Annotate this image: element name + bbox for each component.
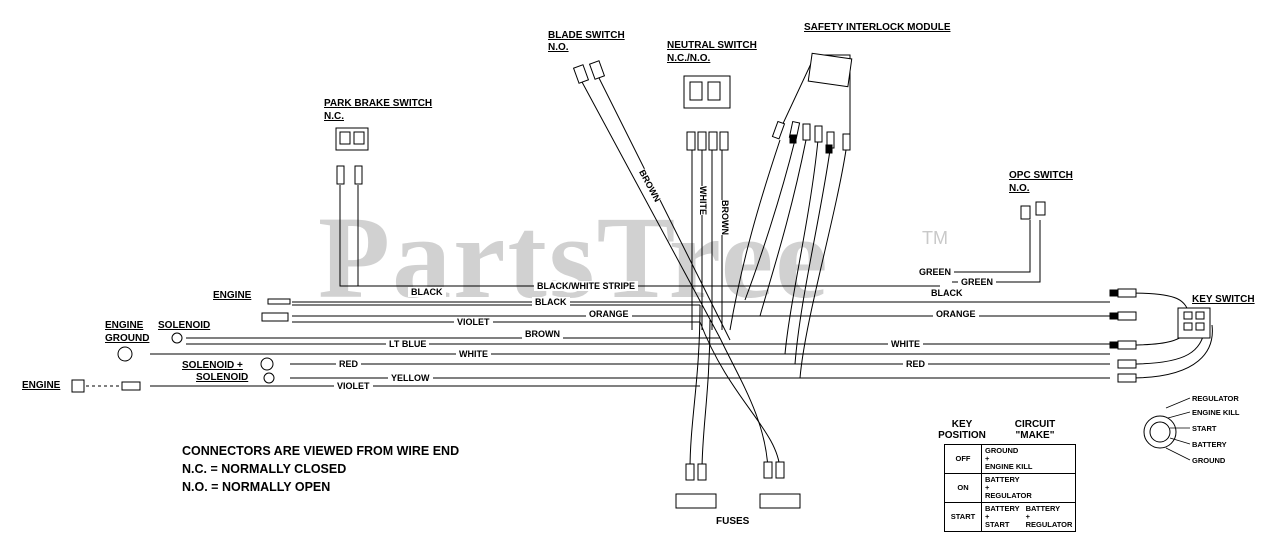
wire-module-6	[799, 149, 847, 379]
wire-fuse-left-2	[701, 319, 711, 471]
wire-bw-stripe	[339, 185, 940, 287]
table-row: OFF GROUND+ENGINE KILL	[944, 444, 1077, 474]
key-switch-label: KEY SWITCH	[1192, 294, 1255, 305]
note-connectors: CONNECTORS ARE VIEWED FROM WIRE END	[182, 444, 460, 458]
wire-fuse-left	[689, 304, 701, 471]
wire-label-brown-1: BROWN	[522, 329, 563, 339]
engine-ground-label: ENGINE	[105, 320, 144, 331]
wire-module-top	[779, 54, 851, 140]
wire-green	[940, 220, 1031, 273]
engine-top-label: ENGINE	[213, 290, 252, 301]
wire-label-lt-blue: LT BLUE	[386, 339, 430, 349]
blade-switch-connector-a	[572, 64, 590, 84]
wire-label-green-1: GREEN	[916, 267, 955, 277]
key-legend-ground: GROUND	[1192, 456, 1226, 465]
park-brake-type: N.C.	[324, 111, 344, 122]
wire-blade-2	[597, 75, 731, 341]
solenoid-label: SOLENOID	[158, 320, 211, 331]
wire-fuse-right	[719, 337, 769, 471]
table-row: ON BATTERY+REGULATOR	[944, 473, 1077, 503]
trademark-mark: TM	[922, 228, 948, 248]
circuit-header: CIRCUIT"MAKE"	[1014, 419, 1056, 441]
wire-label-orange-1: ORANGE	[586, 309, 632, 319]
opc-switch-type: N.O.	[1009, 183, 1030, 194]
key-legend-start: START	[1192, 424, 1217, 433]
fuse-right	[759, 493, 801, 509]
engine-top-connector	[267, 298, 291, 305]
engine-left-label: ENGINE	[22, 380, 61, 391]
key-legend-battery: BATTERY	[1192, 440, 1227, 449]
wire-label-violet-2: VIOLET	[334, 381, 373, 391]
solenoid-plus-label: SOLENOID +	[182, 360, 243, 371]
wire-label-violet-1: VIOLET	[454, 317, 493, 327]
key-position-table: OFF GROUND+ENGINE KILL ON BATTERY+REGULA…	[944, 444, 1077, 532]
solenoid-ring	[171, 332, 183, 344]
wire-module-5	[794, 149, 831, 365]
wire-label-yellow: YELLOW	[388, 373, 433, 383]
neutral-switch-label: NEUTRAL SWITCH	[667, 40, 757, 51]
wire-label-white-2: WHITE	[888, 339, 923, 349]
opc-connector-b	[1035, 201, 1046, 216]
row-on-position: ON	[944, 473, 982, 503]
wire-label-green-2: GREEN	[958, 277, 997, 287]
wire-label-bw-stripe: BLACK/WHITE STRIPE	[534, 281, 638, 291]
row-start-position: START	[944, 502, 982, 532]
solenoid-plus-ring	[260, 357, 274, 371]
wire-key-4	[1129, 324, 1213, 379]
wire-fuse-right-2	[699, 321, 781, 471]
safety-module-label: SAFETY INTERLOCK MODULE	[804, 22, 951, 33]
row-off-position: OFF	[944, 444, 982, 474]
engine-left-connector	[71, 379, 85, 393]
wire-module-2	[744, 139, 796, 301]
table-row: START BATTERY+START BATTERY+REGULATOR	[944, 502, 1077, 532]
key-switch-plug	[1177, 307, 1211, 339]
wire-label-white-v: WHITE	[698, 186, 708, 215]
wire-label-red-2: RED	[903, 359, 929, 369]
wire-label-brown-v2: BROWN	[720, 200, 730, 235]
wire-label-white-1: WHITE	[456, 349, 491, 359]
watermark: PartsTree	[318, 192, 830, 323]
key-legend-engine-kill: ENGINE KILL	[1192, 408, 1240, 417]
blade-switch-type: N.O.	[548, 42, 569, 53]
wire-blade-brown	[581, 81, 721, 339]
wire-module-4	[784, 139, 819, 355]
safety-module-connector	[807, 52, 853, 88]
wire-label-red-1: RED	[336, 359, 362, 369]
wire-label-orange-2: ORANGE	[933, 309, 979, 319]
fuse-left	[675, 493, 717, 509]
note-nc: N.C. = NORMALLY CLOSED	[182, 462, 347, 476]
wire-label-black-2: BLACK	[532, 297, 570, 307]
solenoid-ring-2	[263, 372, 275, 384]
engine-ground-label-2: GROUND	[105, 333, 150, 344]
solenoid-plus-label-2: SOLENOID	[196, 372, 249, 383]
opc-switch-label: OPC SWITCH	[1009, 170, 1073, 181]
blade-switch-label: BLADE SWITCH	[548, 30, 625, 41]
key-legend-regulator: REGULATOR	[1192, 394, 1239, 403]
fuses-label: FUSES	[716, 516, 750, 527]
neutral-switch-type: N.C./N.O.	[667, 53, 711, 64]
wire-module-1	[729, 139, 781, 331]
wire-module-3	[759, 139, 807, 317]
park-brake-label: PARK BRAKE SWITCH	[324, 98, 433, 109]
note-no: N.O. = NORMALLY OPEN	[182, 480, 331, 494]
opc-connector-a	[1020, 205, 1031, 220]
wire-label-black-3: BLACK	[928, 288, 966, 298]
engine-ground-ring	[117, 346, 133, 362]
wire-label-black-1: BLACK	[408, 287, 446, 297]
wire-green-2	[952, 220, 1041, 283]
blade-switch-connector-b	[588, 60, 606, 80]
